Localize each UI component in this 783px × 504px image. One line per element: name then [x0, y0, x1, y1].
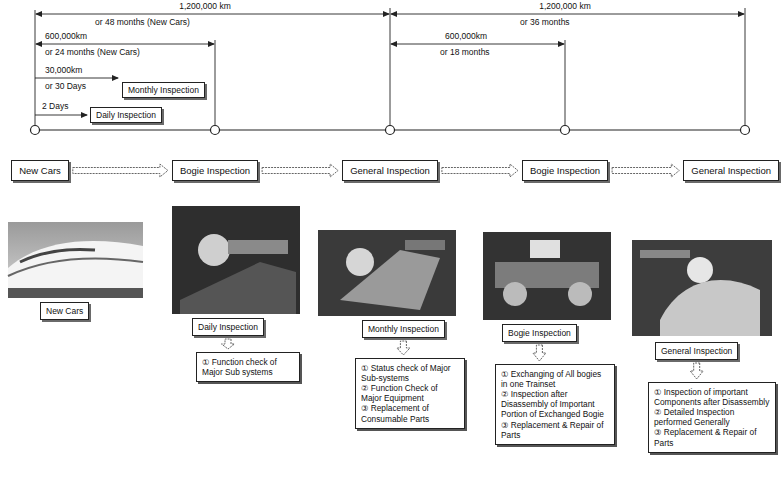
hollow-arrow	[690, 363, 703, 379]
box-label: Daily Inspection	[96, 110, 156, 120]
photo-label: Monthly Inspection	[362, 320, 445, 338]
stage-box: Bogie Inspection	[172, 160, 258, 181]
tick-line	[35, 10, 36, 126]
span-label: or 36 months	[520, 17, 570, 28]
box-label: New Cars	[19, 165, 61, 176]
description-item: ② Function Check of Major Equipment	[361, 383, 459, 403]
tick-line	[390, 8, 391, 126]
description-item: ② Detailed Inspection performed Generall…	[654, 407, 770, 427]
photo-label: Daily Inspection	[192, 318, 264, 336]
box-label: Bogie Inspection	[508, 328, 571, 338]
span-arrow	[35, 78, 118, 79]
box-label: General Inspection	[350, 165, 430, 176]
photo-bogie-inspection	[483, 232, 611, 320]
description-item: ① Status check of Major Sub-systems	[361, 363, 459, 383]
span-label: or 30 Days	[45, 81, 86, 92]
span-arrow	[391, 44, 564, 45]
span-arrow	[36, 44, 214, 45]
box-label: General Inspection	[661, 346, 732, 356]
box-label: Monthly Inspection	[368, 324, 439, 334]
span-label: 600,000km	[45, 31, 87, 42]
span-arrow	[391, 14, 744, 15]
box-label: Bogie Inspection	[530, 165, 600, 176]
description-item: ③ Replacement of Consumable Parts	[361, 403, 459, 423]
box-label: Monthly Inspection	[128, 85, 199, 95]
span-label: 600,000km	[445, 31, 487, 42]
timeline-box: Daily Inspection	[90, 107, 162, 123]
tick-line	[565, 40, 566, 126]
stage-box: General Inspection	[683, 160, 779, 181]
stage-box: New Cars	[11, 160, 69, 181]
photo-label: General Inspection	[655, 342, 738, 360]
hollow-arrow	[262, 164, 338, 177]
description-item: ② Inspection after Disassembly of Import…	[501, 389, 609, 419]
description-box: ① Status check of Major Sub-systems② Fun…	[355, 358, 465, 429]
hollow-arrow	[442, 164, 518, 177]
hollow-arrow	[73, 164, 168, 177]
span-arrow	[36, 14, 389, 15]
tick-line	[745, 8, 746, 126]
timeline-box: Monthly Inspection	[122, 82, 205, 98]
description-box: ① Inspection of important Components aft…	[648, 382, 776, 453]
span-arrow	[35, 115, 87, 116]
photo-daily-inspection	[172, 206, 300, 314]
timeline-point	[31, 126, 40, 135]
span-label: or 18 months	[440, 47, 490, 58]
stage-box: General Inspection	[342, 160, 438, 181]
span-label: 1,200,000 km	[179, 1, 231, 12]
photo-monthly-inspection	[318, 230, 456, 316]
span-label: 30,000km	[45, 65, 82, 76]
photo-new-car	[8, 222, 143, 298]
description-item: ① Function check of Major Sub systems	[202, 357, 294, 377]
timeline-point	[386, 126, 395, 135]
description-item: ① Inspection of important Components aft…	[654, 387, 770, 407]
description-item: ① Exchanging of All bogies in one Trains…	[501, 369, 609, 389]
stage-box: Bogie Inspection	[522, 160, 608, 181]
box-label: General Inspection	[691, 165, 771, 176]
timeline-point	[741, 126, 750, 135]
timeline-point	[561, 126, 570, 135]
box-label: New Cars	[46, 306, 83, 316]
span-label: 2 Days	[42, 101, 68, 112]
description-item: ③ Replacement & Repair of Parts	[501, 420, 609, 440]
span-label: 1,200,000 km	[539, 1, 591, 12]
photo-label: New Cars	[40, 302, 89, 320]
hollow-arrow	[397, 341, 410, 355]
description-box: ① Function check of Major Sub systems	[196, 352, 300, 382]
hollow-arrow	[612, 164, 679, 177]
description-item: ③ Replacement & Repair of Parts	[654, 427, 770, 447]
photo-general-inspection	[632, 240, 772, 336]
box-label: Bogie Inspection	[180, 165, 250, 176]
description-box: ① Exchanging of All bogies in one Trains…	[495, 364, 615, 445]
timeline-point	[211, 126, 220, 135]
tick-line	[215, 40, 216, 126]
span-label: or 24 months (New Cars)	[45, 47, 140, 58]
hollow-arrow	[533, 345, 546, 361]
hollow-arrow	[222, 339, 235, 349]
box-label: Daily Inspection	[198, 322, 258, 332]
span-label: or 48 months (New Cars)	[95, 17, 190, 28]
photo-label: Bogie Inspection	[502, 324, 577, 342]
